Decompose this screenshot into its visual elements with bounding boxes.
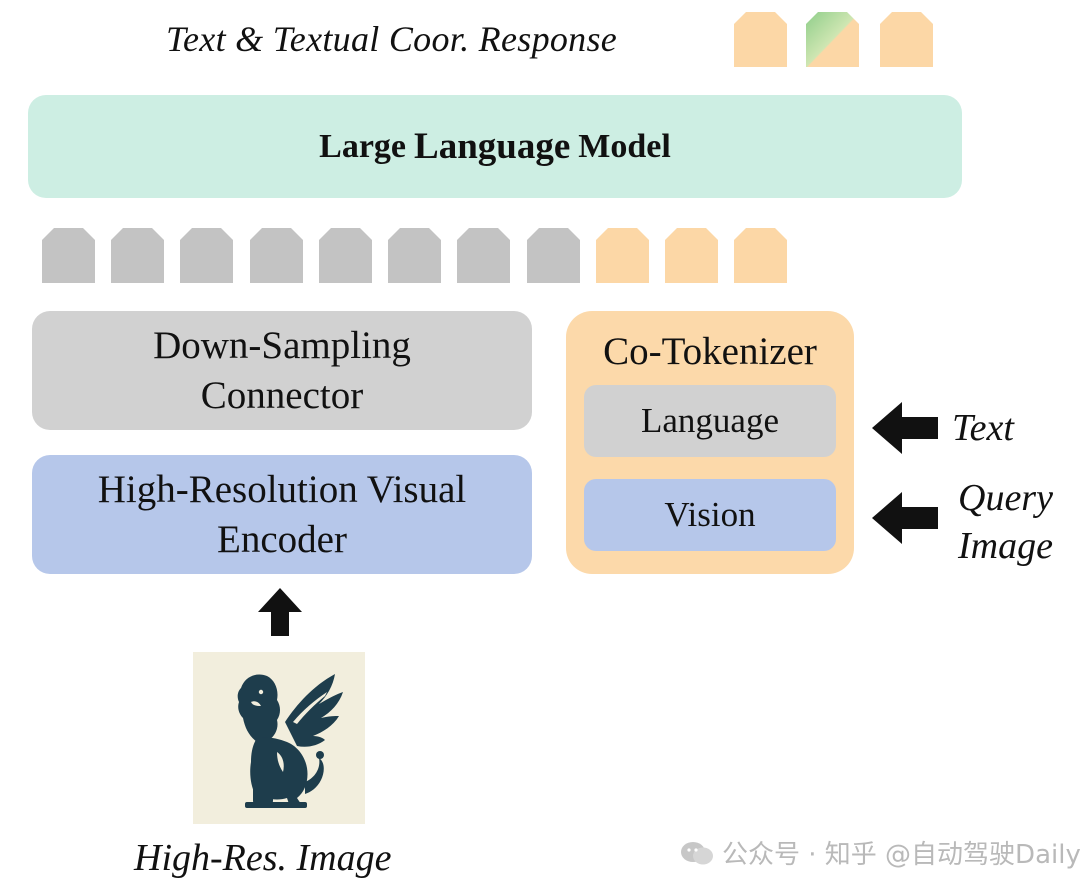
cotokenizer-block: Co-Tokenizer Language Vision bbox=[566, 311, 854, 574]
cotokenizer-language-block: Language bbox=[584, 385, 836, 457]
output-token-2 bbox=[806, 12, 859, 67]
query-image-label: Query Image bbox=[958, 474, 1053, 571]
output-tokens bbox=[734, 12, 933, 67]
connector-line1: Down-Sampling bbox=[153, 323, 411, 367]
wechat-icon bbox=[681, 841, 713, 864]
visual-token-8 bbox=[527, 228, 580, 283]
visual-token-4 bbox=[250, 228, 303, 283]
text-arrow-icon bbox=[872, 402, 938, 454]
cotokenizer-language-label: Language bbox=[641, 401, 779, 440]
llm-main: Language bbox=[414, 126, 571, 167]
cotok-token-1 bbox=[596, 228, 649, 283]
query-arrow-icon bbox=[872, 492, 938, 544]
output-token-3 bbox=[880, 12, 933, 67]
high-res-image bbox=[193, 652, 365, 824]
cotok-token-2 bbox=[665, 228, 718, 283]
llm-prefix: Large bbox=[319, 127, 407, 165]
input-tokens bbox=[42, 228, 787, 283]
encoder-line1: High-Resolution Visual bbox=[97, 467, 467, 511]
encoder-block: High-Resolution Visual Encoder bbox=[32, 455, 532, 574]
winged-lion-icon bbox=[237, 674, 343, 808]
cotokenizer-title: Co-Tokenizer bbox=[603, 330, 817, 373]
cotokenizer-vision-block: Vision bbox=[584, 479, 836, 551]
visual-token-7 bbox=[457, 228, 510, 283]
visual-token-2 bbox=[111, 228, 164, 283]
up-arrow-icon bbox=[258, 588, 302, 636]
watermark: 公众号 · 知乎 @自动驾驶Daily bbox=[680, 834, 1080, 871]
high-res-image-label: High-Res. Image bbox=[134, 837, 392, 879]
visual-token-3 bbox=[180, 228, 233, 283]
output-label: Text & Textual Coor. Response bbox=[166, 19, 618, 59]
encoder-line2: Encoder bbox=[217, 517, 347, 561]
visual-token-5 bbox=[319, 228, 372, 283]
connector-line2: Connector bbox=[200, 373, 364, 417]
connector-block: Down-Sampling Connector bbox=[32, 311, 532, 430]
cotok-token-3 bbox=[734, 228, 787, 283]
llm-block: Large Language Model bbox=[28, 95, 962, 198]
query-label-line1: Query bbox=[958, 477, 1053, 519]
text-input-label: Text bbox=[952, 407, 1014, 449]
output-token-1 bbox=[734, 12, 787, 67]
cotokenizer-vision-label: Vision bbox=[664, 495, 756, 534]
watermark-text: 公众号 · 知乎 @自动驾驶Daily bbox=[722, 840, 1080, 870]
visual-token-1 bbox=[42, 228, 95, 283]
query-label-line2: Image bbox=[958, 525, 1053, 568]
llm-suffix: Model bbox=[578, 127, 671, 165]
visual-token-6 bbox=[388, 228, 441, 283]
